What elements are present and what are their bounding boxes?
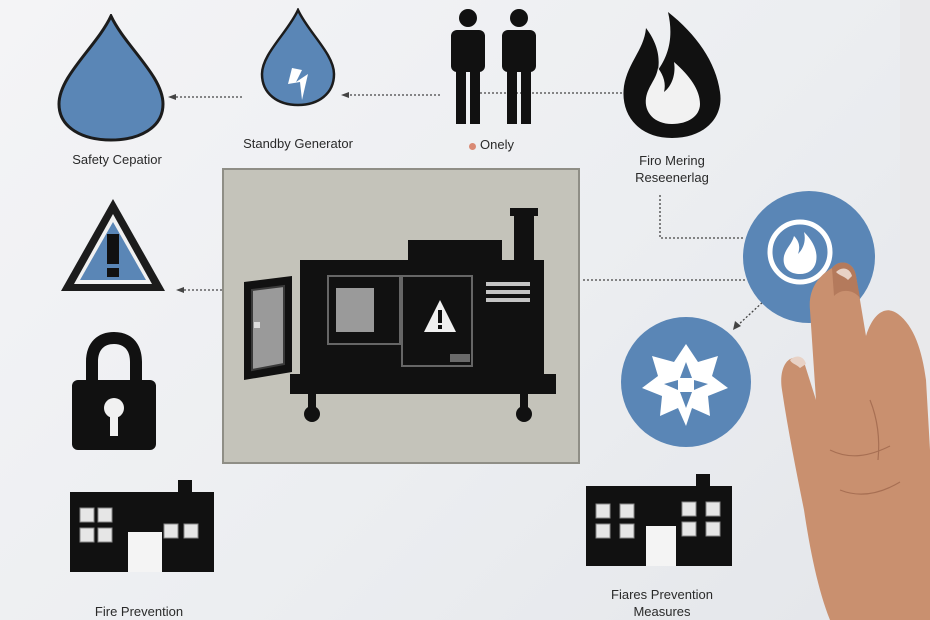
house-icon-right xyxy=(586,474,732,566)
house-icon xyxy=(70,480,214,572)
fares-prevention-line1: Fiares Prevention xyxy=(611,587,713,602)
safety-capacitor-label: Safety Cepatior xyxy=(72,152,162,167)
water-drop-icon xyxy=(57,14,165,142)
hand-image xyxy=(781,262,930,620)
onely-label: Onely xyxy=(480,137,514,152)
fire-meriting-label: Firo Mering Reseenerlag xyxy=(612,152,732,186)
lightning-drop-icon xyxy=(260,8,336,107)
fares-prevention-label: Fiares Prevention Measures xyxy=(582,586,742,620)
warning-triangle-icon xyxy=(61,199,165,291)
fares-prevention-line2: Measures xyxy=(633,604,691,619)
fire-meriting-line2: Reseenerlag xyxy=(635,170,709,185)
people-icon xyxy=(451,9,536,124)
generator-icon xyxy=(244,208,556,422)
generator-panel xyxy=(222,168,580,464)
bullet-dot xyxy=(469,143,476,150)
standby-generator-label: Standby Generator xyxy=(243,136,353,151)
flame-icon xyxy=(623,12,721,138)
snowflake-badge-icon xyxy=(621,317,751,447)
fire-meriting-line1: Firo Mering xyxy=(639,153,705,168)
fire-prevention-label: Fire Prevention xyxy=(94,604,184,619)
padlock-icon xyxy=(72,332,156,450)
connector-flame-badge xyxy=(659,195,745,239)
